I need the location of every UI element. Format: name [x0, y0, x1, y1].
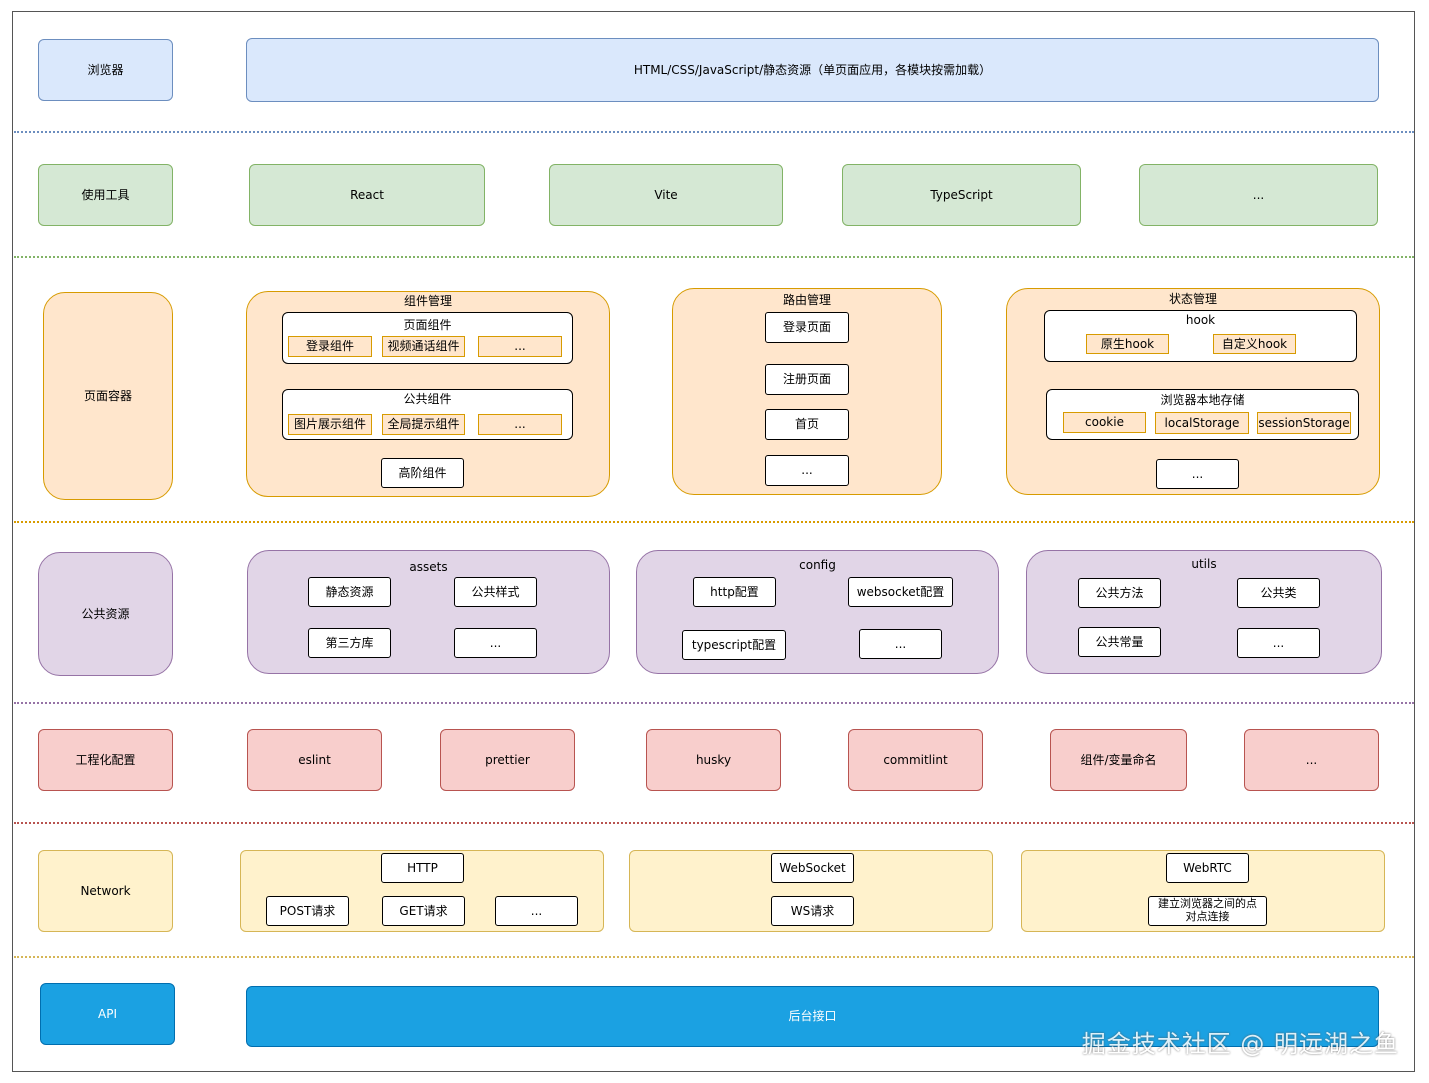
p2p-connection: 建立浏览器之间的点对点连接 — [1148, 896, 1267, 926]
login-component: 登录组件 — [288, 336, 372, 357]
api-label: API — [40, 983, 175, 1045]
route-home: 首页 — [765, 409, 849, 440]
webrtc-title: WebRTC — [1166, 853, 1249, 883]
page-container-label: 页面容器 — [43, 292, 173, 500]
local-storage-title: 浏览器本地存储 — [1160, 393, 1245, 407]
session-storage-item: sessionStorage — [1257, 412, 1351, 434]
static-resources: 静态资源 — [308, 577, 391, 607]
assets-more: ... — [454, 628, 537, 658]
post-request: POST请求 — [266, 896, 349, 926]
diagram-frame — [12, 11, 1415, 1072]
tools-label: 使用工具 — [38, 164, 173, 226]
hook-title: hook — [1185, 313, 1216, 327]
divider-5 — [14, 822, 1414, 824]
ws-request: WS请求 — [771, 896, 854, 926]
config-title: config — [799, 558, 836, 572]
public-components-more: ... — [478, 414, 562, 435]
config-more: ... — [859, 629, 942, 659]
public-constants: 公共常量 — [1078, 627, 1161, 657]
routing-title: 路由管理 — [782, 293, 831, 307]
http-config: http配置 — [693, 577, 776, 607]
browser-label: 浏览器 — [38, 39, 173, 101]
route-login: 登录页面 — [765, 312, 849, 343]
page-components-more: ... — [478, 336, 562, 357]
public-styles: 公共样式 — [454, 577, 537, 607]
public-resources-label: 公共资源 — [38, 552, 173, 676]
state-more: ... — [1156, 459, 1239, 489]
route-more: ... — [765, 455, 849, 486]
typescript-config: typescript配置 — [682, 630, 786, 660]
route-register: 注册页面 — [765, 364, 849, 395]
get-request: GET请求 — [382, 896, 465, 926]
tool-vite: Vite — [549, 164, 783, 226]
websocket-title: WebSocket — [771, 853, 854, 883]
tool-typescript: TypeScript — [842, 164, 1081, 226]
public-methods: 公共方法 — [1078, 578, 1161, 608]
divider-2 — [14, 256, 1414, 258]
global-toast-component: 全局提示组件 — [382, 414, 465, 435]
cookie-item: cookie — [1063, 412, 1146, 433]
custom-hook: 自定义hook — [1213, 334, 1296, 354]
tool-react: React — [249, 164, 485, 226]
local-storage-item: localStorage — [1155, 412, 1249, 434]
component-mgmt-title: 组件管理 — [403, 294, 452, 308]
divider-6 — [14, 956, 1414, 958]
eng-prettier: prettier — [440, 729, 575, 791]
assets-title: assets — [409, 560, 448, 574]
third-party-libs: 第三方库 — [308, 628, 391, 658]
websocket-config: websocket配置 — [848, 577, 953, 607]
hoc-component: 高阶组件 — [381, 458, 464, 488]
divider-4 — [14, 702, 1414, 704]
divider-1 — [14, 131, 1414, 133]
tool-more: ... — [1139, 164, 1378, 226]
backend-api: 后台接口 — [246, 986, 1379, 1047]
http-more: ... — [495, 896, 578, 926]
public-classes: 公共类 — [1237, 578, 1320, 608]
utils-more: ... — [1237, 628, 1320, 658]
engineering-label: 工程化配置 — [38, 729, 173, 791]
http-title: HTTP — [381, 853, 464, 883]
divider-3 — [14, 521, 1414, 523]
native-hook: 原生hook — [1086, 334, 1169, 354]
eng-eslint: eslint — [247, 729, 382, 791]
watermark-text: 掘金技术社区 @ 明远湖之鱼 — [1081, 1030, 1399, 1058]
assets-group: assets — [247, 550, 610, 674]
browser-content: HTML/CSS/JavaScript/静态资源（单页面应用，各模块按需加载） — [246, 38, 1379, 102]
page-components-title: 页面组件 — [403, 318, 452, 332]
state-mgmt-title: 状态管理 — [1168, 292, 1217, 306]
eng-more: ... — [1244, 729, 1379, 791]
utils-title: utils — [1191, 557, 1217, 571]
eng-commitlint: commitlint — [848, 729, 983, 791]
video-call-component: 视频通话组件 — [382, 336, 465, 357]
image-display-component: 图片展示组件 — [288, 414, 372, 435]
eng-naming: 组件/变量命名 — [1050, 729, 1187, 791]
public-components-title: 公共组件 — [403, 392, 452, 406]
eng-husky: husky — [646, 729, 781, 791]
network-label: Network — [38, 850, 173, 932]
